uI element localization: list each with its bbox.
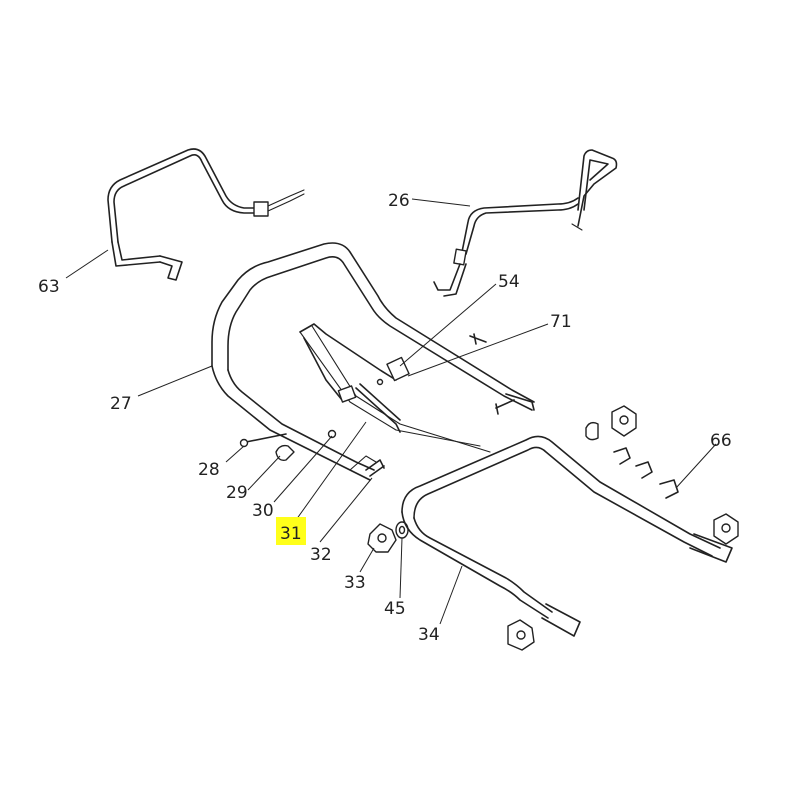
callout-29[interactable]: 29 — [226, 483, 248, 503]
callout-71[interactable]: 71 — [550, 312, 572, 332]
callout-66[interactable]: 66 — [710, 431, 732, 451]
callout-30[interactable]: 30 — [252, 501, 274, 521]
highlight-box-31 — [276, 517, 306, 545]
leader-lines — [65, 198, 717, 625]
callout-27[interactable]: 27 — [110, 394, 132, 414]
part-27-upper-handle[interactable] — [211, 242, 535, 481]
control-bar-assembly[interactable] — [299, 323, 491, 453]
callout-33[interactable]: 33 — [344, 573, 366, 593]
callout-32[interactable]: 32 — [310, 545, 332, 565]
part-45-washer[interactable] — [395, 521, 409, 539]
part-32-pin[interactable] — [365, 459, 385, 477]
part-63-cable[interactable] — [107, 148, 305, 281]
part-54-bolt[interactable] — [376, 333, 487, 386]
part-29-clip[interactable] — [275, 444, 295, 462]
part-71-bolt[interactable] — [495, 393, 535, 415]
part-30-nut[interactable] — [327, 429, 337, 439]
callout-28[interactable]: 28 — [198, 460, 220, 480]
callout-45[interactable]: 45 — [384, 599, 406, 619]
callout-63[interactable]: 63 — [38, 277, 60, 297]
part-34-lower-handle[interactable] — [401, 435, 733, 637]
callout-31[interactable]: 31 — [280, 524, 302, 544]
part-26-cable[interactable] — [433, 149, 618, 297]
lower-knob[interactable] — [507, 619, 535, 651]
part-28-bolt[interactable] — [239, 433, 287, 448]
part-33-knob[interactable] — [367, 523, 397, 553]
part-66-cable-clips[interactable] — [585, 405, 739, 545]
callout-54[interactable]: 54 — [498, 272, 520, 292]
callout-26[interactable]: 26 — [388, 191, 410, 211]
callout-34[interactable]: 34 — [418, 625, 440, 645]
